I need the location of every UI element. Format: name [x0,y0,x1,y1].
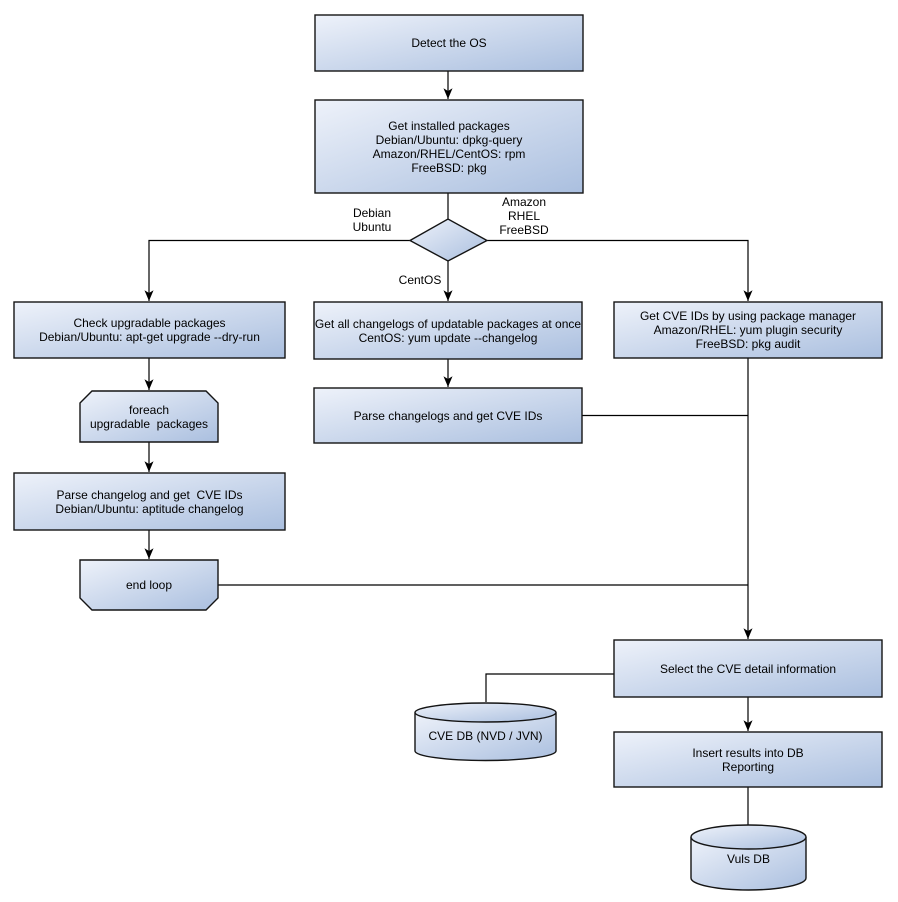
node-parse-changelog-box [13,472,286,531]
connector-decision-to-check-upgradable [144,239,410,301]
cve-db-cylinder-body [414,712,557,762]
node-parse-changelogs-box [313,387,583,444]
connector-decision-to-get-cve-ids [487,239,753,301]
node-shapes [13,14,883,891]
node-end-loop-shape [79,559,219,611]
node-get-installed-box [314,99,584,194]
node-insert-db-box [613,731,883,788]
cve-db-cylinder-top [414,702,557,723]
connectors [144,71,753,825]
connector-cvedb-to-select [485,673,614,702]
vuls-db-cylinder-body [690,837,807,891]
node-get-changelogs-box [313,301,583,360]
vuls-db-cylinder-top [690,824,807,850]
node-select-cve-box [613,639,883,698]
node-os-decision-diamond [408,218,489,262]
node-get-cve-ids-box [613,301,883,359]
node-check-upgradable-box [13,301,286,359]
node-foreach-loop-shape [79,390,219,443]
node-detect-os-box [314,14,584,72]
